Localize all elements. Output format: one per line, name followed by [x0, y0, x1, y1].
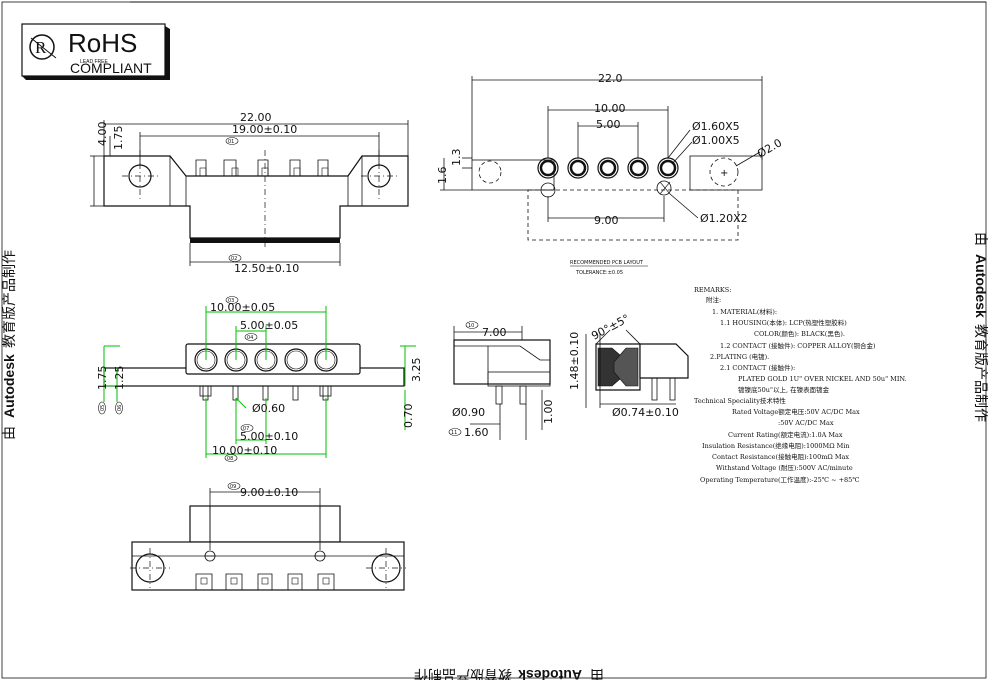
- bottom-view: 10.00±0.05 03 5.00±0.05 04 Ø0.60 07 5.00…: [96, 296, 423, 462]
- remarks-line-12: :50V AC/DC Max: [778, 419, 834, 427]
- bottom-dim-pin: Ø0.60: [252, 402, 285, 415]
- watermark-bottom: 由 Autodesk 教育版产品制作: [414, 666, 604, 680]
- rohs-lead-free: LEAD FREE: [80, 59, 108, 65]
- bottom-tag-05: 05: [100, 405, 106, 411]
- pcb-dim-total: 22.0: [598, 72, 623, 85]
- pcb-dim-nine: 9.00: [594, 214, 619, 227]
- bottom-dim-left-a: 1.75: [96, 366, 109, 391]
- bottom-tag-04: 04: [247, 335, 253, 341]
- remarks-block: REMARKS: 附注: 1. MATERIAL(材料): 1.1 HOUSIN…: [694, 286, 907, 484]
- front-dim-pitch: 19.00±0.10: [232, 123, 297, 136]
- remarks-line-16: Withstand Voltage (耐压):500V AC/minute: [716, 464, 853, 472]
- side-tag-11: 11: [451, 430, 457, 436]
- remarks-line-11: Rated Voltage额定电压:50V AC/DC Max: [732, 407, 860, 416]
- bottom-dim-top: 10.00±0.05: [210, 301, 275, 314]
- top-dim-pitch: 9.00±0.10: [240, 486, 298, 499]
- remarks-line-7: 2.1 CONTACT (接触件):: [720, 363, 795, 372]
- bottom-dim-pin-pitch: 5.00±0.10: [240, 430, 298, 443]
- watermark-right: 由 Autodesk 教育版产品制作: [972, 232, 988, 422]
- pcb-dim-left2: 1.6: [436, 167, 449, 185]
- bottom-tag-07: 07: [243, 426, 249, 432]
- remarks-line-13: Current Rating(额定电流):1.0A Max: [728, 430, 843, 439]
- pcb-dim-left1: 1.3: [450, 149, 463, 167]
- watermark-bottom-suffix: 教育版产品制作: [414, 666, 512, 680]
- bottom-dim-right-b: 0.70: [402, 404, 415, 429]
- rohs-logo: R RoHS LEAD FREE COMPLIANT: [21, 23, 170, 80]
- bottom-dim-right-a: 3.25: [410, 358, 423, 383]
- rohs-compliant: COMPLIANT: [70, 60, 152, 76]
- bottom-tag-03: 03: [228, 298, 234, 304]
- detail-dim-dia: Ø0.74±0.10: [612, 406, 679, 419]
- rohs-title: RoHS: [68, 28, 137, 58]
- remarks-line-10: Technical Speciality技术特性: [694, 396, 786, 405]
- pcb-caption: RECOMMENDED PCB LAYOUT: [570, 260, 644, 266]
- watermark-right-brand: Autodesk: [973, 254, 988, 318]
- remarks-line-0: REMARKS:: [694, 286, 731, 294]
- pcb-tolerance: TOLERANCE:±0.05: [575, 270, 623, 276]
- bottom-dim-hole: 5.00±0.05: [240, 319, 298, 332]
- front-dim-height: 4.00: [96, 122, 109, 147]
- pcb-dim-ten: 10.00: [594, 102, 626, 115]
- pcb-layout: +: [436, 72, 784, 276]
- detail-dim-len: 1.48±0.10: [568, 332, 581, 390]
- front-dim-bottom: 12.50±0.10: [234, 262, 299, 275]
- bottom-tag-08: 08: [227, 456, 233, 462]
- watermark-left-brand: Autodesk: [1, 354, 17, 418]
- detail-view: 1.48±0.10 90°±5° Ø0.74±0.10: [568, 312, 689, 419]
- remarks-line-14: Insulation Resistance(绝缘电阻):1000MΩ Min: [702, 441, 850, 450]
- rohs-emblem-icon: R: [29, 34, 57, 60]
- pcb-dim-big: Ø2.0: [755, 136, 784, 160]
- watermark-left: 由 Autodesk 教育版产品制作: [1, 250, 18, 440]
- front-tag-02: 02: [231, 256, 237, 262]
- pcb-dim-hole2: Ø1.00X5: [692, 134, 740, 147]
- remarks-line-5: 1.2 CONTACT (接触件): COPPER ALLOY(铜合金): [720, 341, 876, 350]
- remarks-line-9: 镀镍底50u"以上, 在镍表面镀金: [738, 385, 830, 394]
- watermark-right-prefix: 由: [972, 232, 988, 246]
- pcb-dim-five: 5.00: [596, 118, 621, 131]
- side-dim-pin: Ø0.90: [452, 406, 485, 419]
- bottom-tag-06: 06: [117, 405, 123, 411]
- remarks-line-6: 2.PLATING (电镀).: [710, 352, 769, 361]
- side-dim-len: 1.00: [542, 400, 555, 425]
- pcb-dim-hole1: Ø1.60X5: [692, 120, 740, 133]
- side-dim-pin2: 1.60: [464, 426, 489, 439]
- watermark-left-suffix: 教育版产品制作: [2, 250, 18, 348]
- svg-text:R: R: [35, 38, 47, 57]
- top-view: 9.00±0.10 09: [130, 482, 406, 591]
- remarks-line-2: 1. MATERIAL(材料):: [712, 307, 777, 316]
- bottom-dim-left-b: 1.25: [113, 366, 126, 391]
- side-dim-width: 7.00: [482, 326, 507, 339]
- top-tag-09: 09: [230, 484, 236, 490]
- detail-dim-angle: 90°±5°: [589, 312, 631, 343]
- watermark-bottom-brand: Autodesk: [518, 667, 582, 680]
- side-tag-10: 10: [468, 323, 474, 329]
- side-view: 7.00 10 Ø0.90 11 1.60 1.00: [448, 321, 555, 440]
- pcb-plus-icon: +: [720, 168, 728, 179]
- remarks-line-3: 1.1 HOUSING(本体): LCP(热塑性塑胶料): [720, 318, 847, 327]
- remarks-line-1: 附注:: [706, 295, 721, 304]
- front-dim-flange: 1.75: [112, 126, 125, 151]
- front-tag-01: 01: [228, 139, 234, 145]
- remarks-line-15: Contact Resistance(接触电阻):100mΩ Max: [712, 452, 849, 461]
- front-view: 22.00 19.00±0.10 01 12.50±0.10 02 4.00 1…: [90, 111, 409, 275]
- watermark-right-suffix: 教育版产品制作: [972, 324, 988, 422]
- front-dim-total: 22.00: [240, 111, 272, 124]
- pcb-dim-hole3: Ø1.20X2: [700, 212, 748, 225]
- watermark-left-prefix: 由: [2, 426, 18, 440]
- remarks-line-8: PLATED GOLD 1U" OVER NICKEL AND 50u" MIN…: [738, 375, 907, 383]
- bottom-dim-pin-total: 10.00±0.10: [212, 444, 277, 457]
- watermark-bottom-prefix: 由: [590, 666, 604, 680]
- remarks-line-4: COLOR(颜色): BLACK(黑色).: [754, 329, 845, 338]
- remarks-line-17: Operating Temperature(工作温度):-25℃ ~ +85℃: [700, 475, 860, 484]
